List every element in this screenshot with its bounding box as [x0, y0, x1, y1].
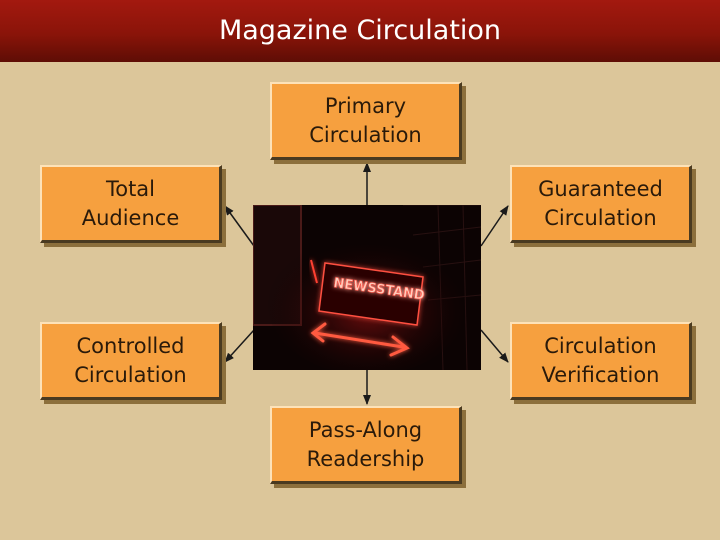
title-bar: Magazine Circulation [0, 0, 720, 62]
arrow-to-total [224, 205, 255, 247]
arrow-to-guaranteed [480, 205, 509, 247]
node-pass-along-readership: Pass-Along Readership [270, 406, 462, 484]
arrow-to-controlled [224, 329, 255, 363]
node-total-audience: Total Audience [40, 165, 222, 243]
node-guaranteed-circulation: Guaranteed Circulation [510, 165, 692, 243]
node-primary-circulation: Primary Circulation [270, 82, 462, 160]
node-circulation-verification: Circulation Verification [510, 322, 692, 400]
slide-title: Magazine Circulation [218, 14, 502, 46]
node-controlled-circulation: Controlled Circulation [40, 322, 222, 400]
newsstand-photo: NEWSSTAND [253, 205, 481, 370]
arrow-to-verification [480, 329, 509, 363]
